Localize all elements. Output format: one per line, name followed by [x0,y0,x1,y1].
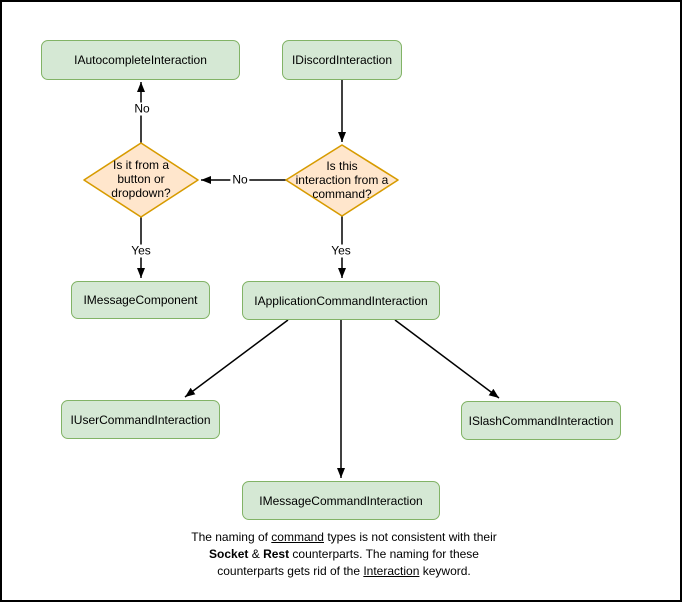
edge-label-no-top: No [132,101,152,116]
footnote-line-3: counterparts gets rid of the Interaction… [144,563,544,580]
edge-label-yes-right: Yes [329,243,353,258]
decision-text-line: interaction from a [295,173,389,187]
node-label: IAutocompleteInteraction [74,53,207,67]
edge-label-yes-left: Yes [129,243,153,258]
node-label: IMessageComponent [83,293,198,307]
edge-label-no-mid: No [230,172,250,187]
node-message-command-interaction: IMessageCommandInteraction [242,481,440,520]
footnote-text-underlined: command [271,530,324,544]
footnote-text: keyword. [419,564,471,578]
node-label: IDiscordInteraction [291,53,393,67]
decision-text-line: Is this [326,159,358,173]
decision-text-line: Is it from a [112,158,169,172]
node-autocomplete-interaction: IAutocompleteInteraction [41,40,240,80]
footnote-text-underlined: Interaction [363,564,420,578]
decision-button-dropdown-text: Is it from a button or dropdown? [86,158,196,200]
node-message-component: IMessageComponent [71,281,210,319]
footnote: The naming of command types is not consi… [144,529,544,580]
edge-applicationcommand-to-usercommand [184,319,289,398]
node-label: IMessageCommandInteraction [259,493,423,508]
node-label: IApplicationCommandInteraction [254,293,428,308]
node-label: ISlashCommandInteraction [468,413,614,428]
decision-from-command-text: Is this interaction from a command? [287,159,397,201]
node-application-command-interaction: IApplicationCommandInteraction [242,281,440,320]
decision-text-line: dropdown? [111,186,171,200]
decision-text-line: button or [117,172,165,186]
footnote-text: counterparts gets rid of the [217,564,364,578]
footnote-text: types is not consistent with their [323,530,497,544]
node-label: IUserCommandInteraction [70,412,211,427]
footnote-text-bold: Socket [209,547,249,561]
node-slash-command-interaction: ISlashCommandInteraction [461,401,621,440]
footnote-line-1: The naming of command types is not consi… [144,529,544,546]
decision-text-line: command? [312,187,372,201]
footnote-text: & [248,547,264,561]
node-user-command-interaction: IUserCommandInteraction [61,400,220,439]
footnote-text-bold: Rest [263,547,290,561]
decision-button-dropdown-shape [83,142,199,218]
footnote-line-2: Socket & Rest counterparts. The naming f… [144,546,544,563]
footnote-text: counterparts. The naming for these [289,547,479,561]
edge-applicationcommand-to-slashcommand [394,319,500,399]
node-discord-interaction: IDiscordInteraction [282,40,402,80]
footnote-text: The naming of [191,530,272,544]
decision-from-command-shape [285,144,399,217]
